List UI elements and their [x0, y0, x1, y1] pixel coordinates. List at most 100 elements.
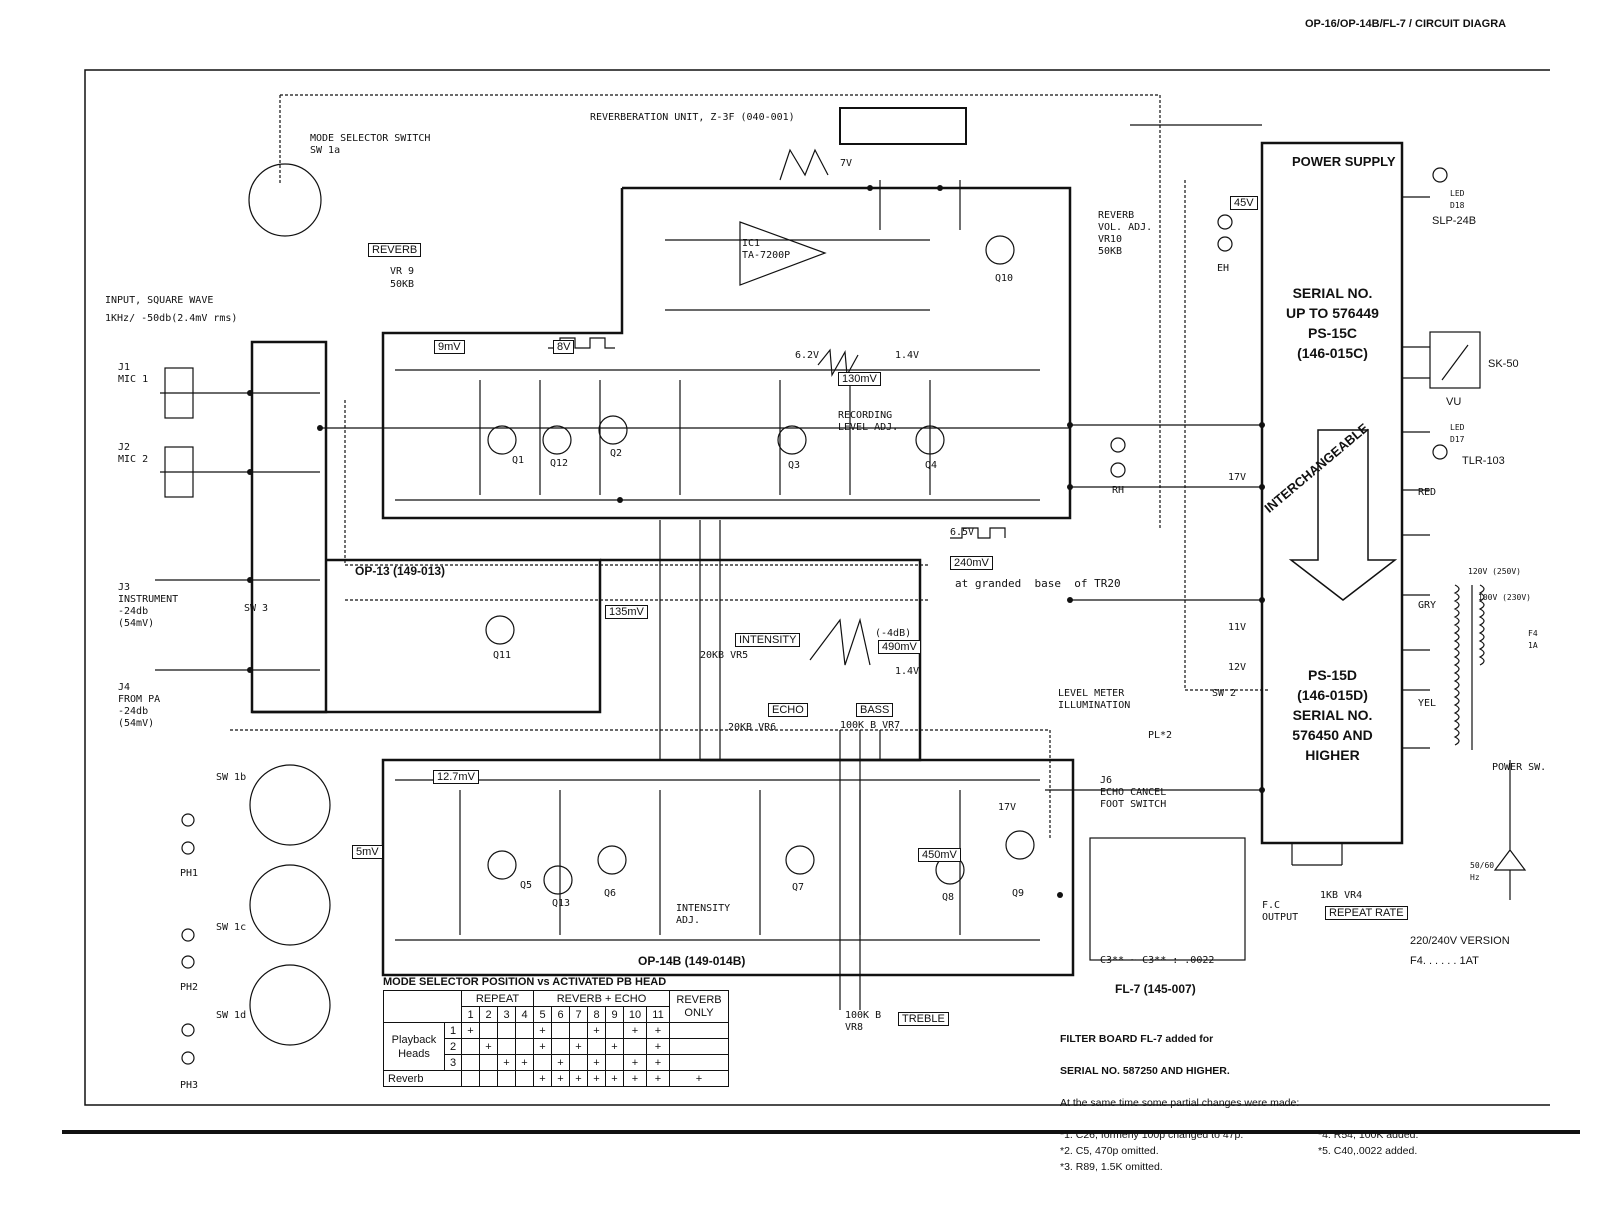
sw1d-wafer: [249, 964, 331, 1046]
vr7-label: 100K B VR7: [840, 720, 901, 731]
mains-label: 50/60 Hz: [1470, 861, 1495, 882]
pl2-label: PL*2: [1148, 730, 1173, 741]
group-repeat: REPEAT: [461, 990, 534, 1007]
jack-j6: J6 ECHO CANCEL FOOT SWITCH: [1100, 775, 1167, 810]
v-6-5v: 6.5V: [950, 527, 975, 538]
reverb-unit-title: REVERBERATION UNIT, Z-3F (040-001): [590, 112, 795, 123]
mark-cell: +: [646, 1022, 670, 1039]
v-4db: (-4dB): [875, 628, 912, 639]
v-8v: 8V: [553, 340, 575, 354]
position-6: 6: [551, 1006, 570, 1023]
position-5: 5: [533, 1006, 552, 1023]
v-1-4v: 1.4V: [895, 350, 920, 361]
ground-note: at granded base of TR20: [955, 577, 1121, 590]
mark-cell: [669, 1038, 729, 1055]
mark-cell: [551, 1038, 570, 1055]
fc-output-label: F.C OUTPUT: [1262, 900, 1299, 923]
q6-label: Q6: [604, 888, 617, 899]
input-note-2: 1KHz/ -50db(2.4mV rms): [105, 313, 238, 324]
mode-table-title: MODE SELECTOR POSITION vs ACTIVATED PB H…: [383, 976, 667, 988]
mark-cell: [551, 1022, 570, 1039]
q4-label: Q4: [925, 460, 938, 471]
q5-label: Q5: [520, 880, 533, 891]
q12-label: Q12: [550, 458, 569, 469]
ph1-label: PH1: [180, 868, 199, 879]
mark-cell: [515, 1022, 534, 1039]
vu-meter: [1429, 331, 1481, 389]
mark-cell: +: [587, 1070, 606, 1087]
q10-label: Q10: [995, 273, 1014, 284]
jack-j2: J2 MIC 2: [118, 442, 149, 465]
intensity-label: INTENSITY: [735, 633, 801, 647]
v-12v: 12V: [1228, 662, 1247, 673]
q8-label: Q8: [942, 892, 955, 903]
group-reverb-only: REVERB ONLY: [669, 990, 729, 1023]
mark-cell: [605, 1054, 624, 1071]
sw1c-label: SW 1c: [216, 922, 247, 933]
ic1-label: IC1 TA-7200P: [742, 238, 791, 261]
sw3-label: SW 3: [244, 603, 269, 614]
mark-cell: [479, 1054, 498, 1071]
position-9: 9: [605, 1006, 624, 1023]
q2-label: Q2: [610, 448, 623, 459]
reverb-pot-value: 50KB: [390, 279, 415, 290]
q1-label: Q1: [512, 455, 525, 466]
jack-j1: J1 MIC 1: [118, 362, 149, 385]
mode-switch-title: MODE SELECTOR SWITCH: [310, 133, 431, 144]
mark-cell: +: [515, 1054, 534, 1071]
wire-gry: GRY: [1418, 600, 1437, 611]
sw1a-wafer: [248, 163, 322, 237]
mark-cell: [461, 1054, 480, 1071]
mark-cell: +: [623, 1070, 647, 1087]
position-10: 10: [623, 1006, 647, 1023]
mark-cell: +: [497, 1054, 516, 1071]
power-supply-title: POWER SUPPLY: [1292, 154, 1396, 169]
board-fl7: FL-7 (145-007): [1115, 982, 1196, 996]
op13-board: [250, 340, 328, 714]
mark-cell: +: [623, 1022, 647, 1039]
page-frame: [84, 69, 1550, 1106]
tlr-label: TLR-103: [1462, 455, 1505, 467]
sw2-label: SW 2: [1212, 688, 1237, 699]
position-7: 7: [569, 1006, 588, 1023]
fl7-caps-label: C3** ~ C3** : .0022: [1100, 955, 1215, 966]
v-17v: 17V: [1228, 472, 1247, 483]
jack-j3: J3 INSTRUMENT -24db (54mV): [118, 582, 179, 629]
mark-cell: [569, 1022, 588, 1039]
vr10-label: VR10 50KB: [1098, 234, 1123, 257]
mark-cell: [497, 1070, 516, 1087]
mark-cell: [605, 1022, 624, 1039]
mark-cell: +: [533, 1070, 552, 1087]
reverb-pot-label: REVERB: [368, 243, 422, 257]
mark-cell: +: [646, 1070, 670, 1087]
mark-cell: +: [646, 1054, 670, 1071]
ps15d-block: PS-15D (146-015D) SERIAL NO. 576450 AND …: [1292, 667, 1373, 763]
tap-120v: 120V (250V): [1468, 567, 1521, 576]
note-l3: At the same time some partial changes we…: [1060, 1097, 1300, 1109]
reverb-row-label: Reverb: [383, 1070, 462, 1087]
note-3: *3. R89, 1.5K omitted.: [1060, 1161, 1163, 1173]
sw1b-label: SW 1b: [216, 772, 247, 783]
mark-cell: [587, 1038, 606, 1055]
note-l2: SERIAL NO. 587250 AND HIGHER.: [1060, 1065, 1230, 1077]
head-row: 3++++++: [384, 1054, 729, 1071]
mark-cell: [515, 1070, 534, 1087]
v-11v: 11V: [1228, 622, 1247, 633]
q13-label: Q13: [552, 898, 571, 909]
mark-cell: [497, 1038, 516, 1055]
intensity-adj-label: INTENSITY ADJ.: [676, 903, 731, 926]
position-2: 2: [479, 1006, 498, 1023]
wire-yel: YEL: [1418, 698, 1437, 709]
v-130mv: 130mV: [838, 372, 881, 386]
serial-upto-block: SERIAL NO. UP TO 576449 PS-15C (146-015C…: [1286, 285, 1379, 361]
schematic-page: OP-16/OP-14B/FL-7 / CIRCUIT DIAGRA REVER…: [62, 18, 1580, 1173]
v-1-4v-b: 1.4V: [895, 666, 920, 677]
sk50-label: SK-50: [1488, 358, 1519, 370]
ph3-label: PH3: [180, 1080, 199, 1091]
reverb-pot-ref: VR 9: [390, 266, 415, 277]
op14b-board: [381, 758, 1075, 977]
mark-cell: +: [605, 1070, 624, 1087]
mark-cell: [569, 1054, 588, 1071]
playback-heads-label: Playback Heads: [383, 1022, 445, 1071]
tap-100v: 100V (230V): [1478, 593, 1531, 602]
